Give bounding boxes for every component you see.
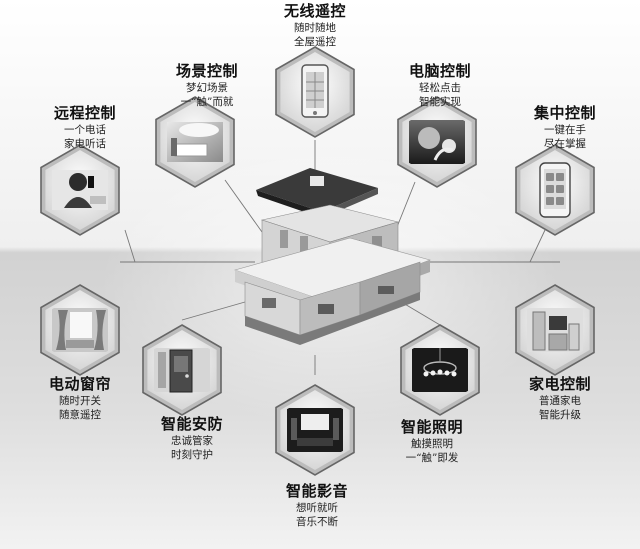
- woman-phone-icon: [52, 170, 108, 210]
- feature-line: 随时开关: [59, 395, 101, 407]
- feature-title: 智能安防: [160, 415, 223, 433]
- feature-line: 智能升级: [539, 409, 581, 421]
- label-security: 智能安防 忠诚管家 时刻守护: [137, 415, 247, 462]
- feature-title: 电脑控制: [408, 62, 471, 80]
- label-remote: 远程控制 一个电话 家电听话: [30, 104, 140, 151]
- label-computer: 电脑控制 轻松点击 智能实现: [385, 62, 495, 109]
- feature-title: 家电控制: [528, 375, 591, 393]
- hex-node-computer: [397, 96, 477, 188]
- label-lighting: 智能照明 触摸照明 一“触”即发: [377, 418, 487, 465]
- feature-title: 智能照明: [400, 418, 463, 436]
- hex-node-wireless: [275, 46, 355, 138]
- smartphone-app-icon: [539, 162, 571, 218]
- chandelier-icon: [412, 348, 468, 392]
- feature-line: 一“触”即发: [405, 452, 459, 464]
- label-appliance: 家电控制 普通家电 智能升级: [505, 375, 615, 422]
- computer-touch-icon: [409, 120, 465, 164]
- feature-title: 远程控制: [53, 104, 116, 122]
- feature-line: 想听就听: [296, 502, 338, 514]
- feature-line: 一键在手: [544, 124, 586, 136]
- feature-title: 无线遥控: [283, 2, 346, 20]
- hex-node-scene: [155, 96, 235, 188]
- label-central: 集中控制 一键在手 尽在掌握: [510, 104, 620, 151]
- feature-line: 触摸照明: [411, 438, 453, 450]
- hex-node-lighting: [400, 324, 480, 416]
- feature-line: 梦幻场景: [186, 82, 228, 94]
- hex-node-audio: [275, 384, 355, 476]
- hex-node-central: [515, 144, 595, 236]
- label-audio: 智能影音 想听就听 音乐不断: [262, 482, 372, 529]
- feature-line: 随时随地: [294, 22, 336, 34]
- appliances-icon: [527, 308, 583, 352]
- hex-node-security: [142, 324, 222, 416]
- label-scene: 场景控制 梦幻场景 一“触”而就: [152, 62, 262, 109]
- feature-line: 随意遥控: [59, 409, 101, 421]
- door-security-icon: [154, 348, 210, 393]
- feature-line: 一“触”而就: [180, 96, 234, 108]
- feature-line: 轻松点击: [419, 82, 461, 94]
- feature-line: 时刻守护: [171, 449, 213, 461]
- feature-line: 家电听话: [64, 138, 106, 150]
- feature-title: 电动窗帘: [48, 375, 111, 393]
- label-curtain: 电动窗帘 随时开关 随意遥控: [25, 375, 135, 422]
- feature-title: 场景控制: [175, 62, 238, 80]
- hex-node-remote: [40, 144, 120, 236]
- feature-line: 音乐不断: [296, 516, 338, 528]
- label-wireless: 无线遥控 随时随地 全屋遥控: [265, 2, 365, 49]
- home-theater-icon: [287, 408, 343, 452]
- hex-node-curtain: [40, 284, 120, 376]
- feature-line: 一个电话: [64, 124, 106, 136]
- feature-line: 全屋遥控: [294, 36, 336, 48]
- curtain-window-icon: [52, 308, 108, 352]
- feature-line: 尽在掌握: [544, 138, 586, 150]
- feature-line: 忠诚管家: [171, 435, 213, 447]
- feature-title: 集中控制: [533, 104, 596, 122]
- hex-node-appliance: [515, 284, 595, 376]
- feature-title: 智能影音: [285, 482, 348, 500]
- house-model: [233, 168, 431, 345]
- phone-icon: [301, 64, 329, 118]
- feature-line: 普通家电: [539, 395, 581, 407]
- feature-line: 智能实现: [419, 96, 461, 108]
- bedroom-scene-icon: [167, 122, 223, 162]
